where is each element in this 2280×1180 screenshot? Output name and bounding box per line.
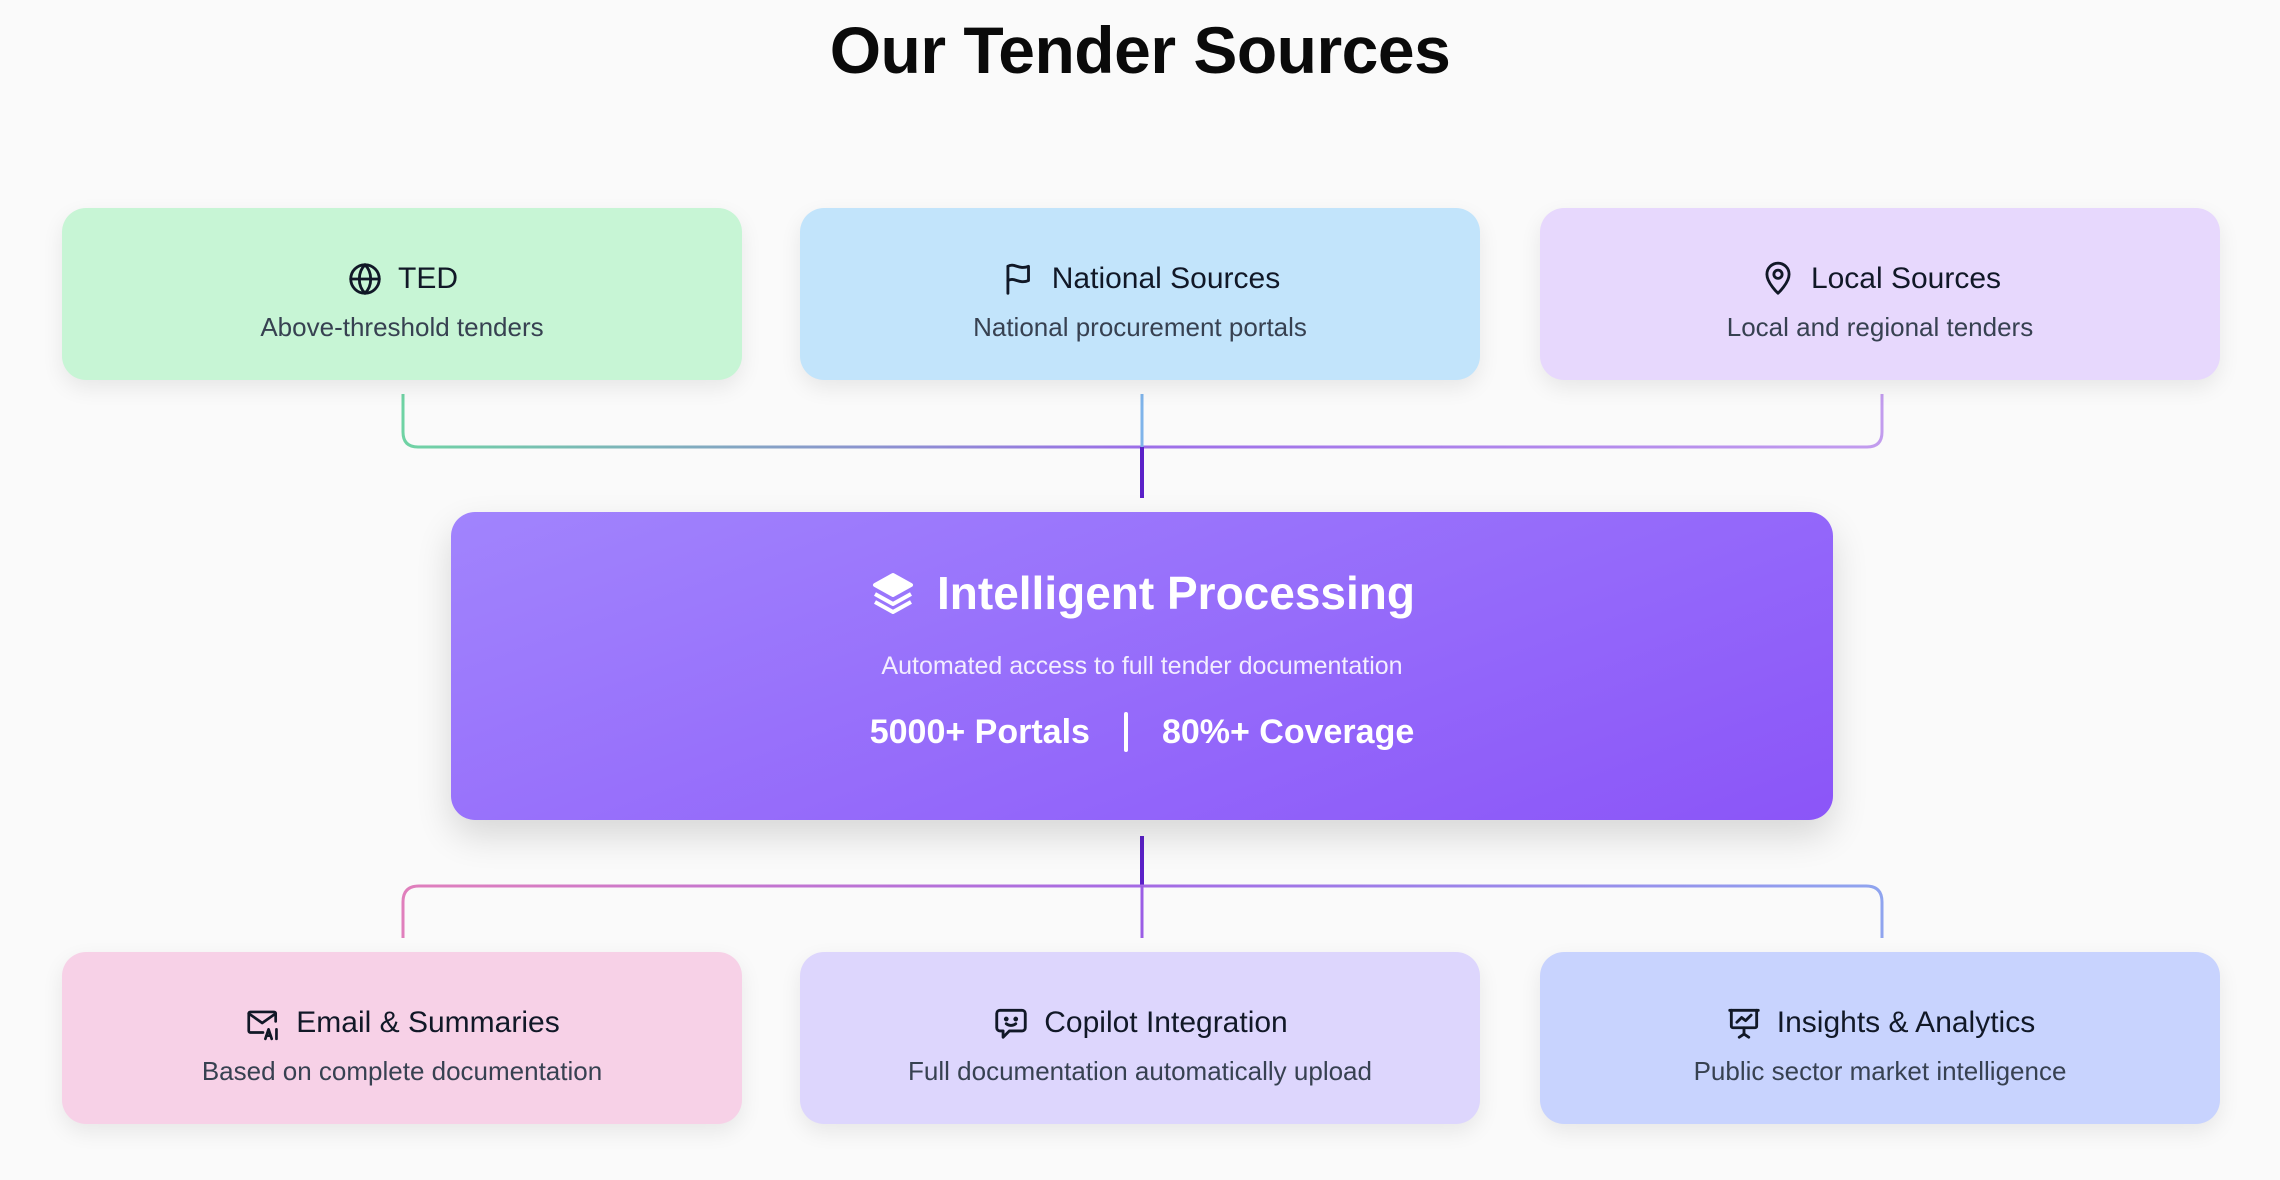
source-card-label: Local Sources: [1810, 262, 2002, 295]
output-card-insights: Insights & Analytics Public sector marke…: [1540, 952, 2220, 1124]
output-card-label: Insights & Analytics: [1776, 1006, 2036, 1039]
output-card-copilot: Copilot Integration Full documentation a…: [800, 952, 1480, 1124]
processing-title: Intelligent Processing: [937, 567, 1415, 619]
output-card-description: Public sector market intelligence: [1693, 1056, 2067, 1086]
intelligent-processing-box: Intelligent Processing Automated access …: [451, 512, 1833, 820]
source-card-ted: TED Above-threshold tenders: [62, 208, 742, 380]
output-card-email: Email & Summaries Based on complete docu…: [62, 952, 742, 1124]
source-card-national: National Sources National procurement po…: [800, 208, 1480, 380]
source-card-description: National procurement portals: [973, 312, 1307, 342]
source-card-description: Above-threshold tenders: [260, 312, 544, 342]
layers-icon: [873, 573, 913, 614]
chat-icon: [995, 1008, 1027, 1039]
stats-divider: [1123, 712, 1128, 752]
flag-icon: [1006, 263, 1030, 295]
map-pin-icon: [1765, 261, 1791, 295]
mail-ai-icon: [247, 1010, 279, 1041]
processing-description: Automated access to full tender document…: [881, 652, 1403, 680]
source-card-label: TED: [398, 262, 458, 295]
globe-icon: [349, 263, 381, 295]
stat-portals: 5000+ Portals: [869, 712, 1090, 751]
source-card-local: Local Sources Local and regional tenders: [1540, 208, 2220, 380]
page-title: Our Tender Sources: [829, 13, 1451, 87]
stat-coverage: 80%+ Coverage: [1161, 712, 1415, 751]
output-card-label: Email & Summaries: [296, 1006, 560, 1039]
processing-stats: 5000+ Portals 80%+ Coverage: [451, 712, 1833, 752]
output-card-description: Full documentation automatically upload: [908, 1056, 1372, 1086]
source-card-label: National Sources: [1051, 262, 1281, 295]
output-card-label: Copilot Integration: [1044, 1006, 1288, 1039]
output-card-description: Based on complete documentation: [201, 1056, 603, 1086]
source-card-description: Local and regional tenders: [1726, 312, 2034, 342]
presentation-chart-icon: [1728, 1008, 1760, 1039]
